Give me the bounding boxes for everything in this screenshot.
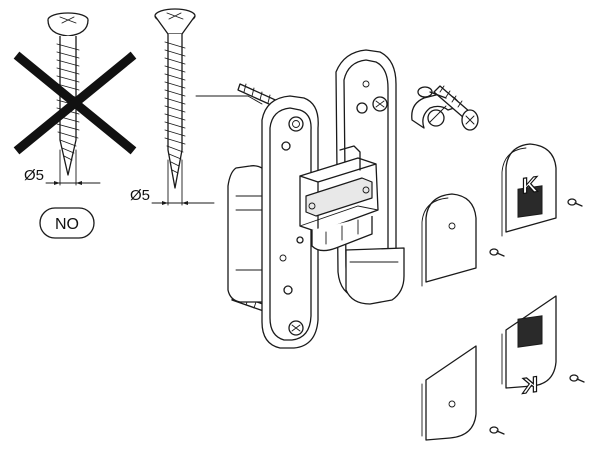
no-badge: NO	[39, 207, 95, 239]
cover-cap-icon-bottom-right: K	[501, 295, 557, 399]
cover-cap-icon-top-left	[421, 193, 477, 287]
countersunk-screw-icon	[154, 8, 263, 189]
cover-cap-icon-top-right: K	[501, 143, 557, 237]
small-screw-icon	[489, 198, 585, 435]
diameter-dimension-left: Ø5	[24, 149, 101, 186]
diameter-label-left: Ø5	[24, 167, 44, 184]
no-label: NO	[55, 216, 79, 233]
cover-cap-letter-top: K	[522, 171, 538, 198]
adjustment-clip-icon	[411, 85, 479, 131]
diameter-dimension-right: Ø5	[130, 159, 215, 206]
cover-cap-icon-bottom-left	[421, 345, 477, 441]
cover-cap-letter-bottom: K	[522, 371, 538, 398]
diameter-label-right: Ø5	[130, 187, 150, 204]
plate-screw-icon	[279, 116, 304, 336]
cross-mark-icon	[13, 51, 137, 155]
hinge-icon	[227, 49, 405, 349]
